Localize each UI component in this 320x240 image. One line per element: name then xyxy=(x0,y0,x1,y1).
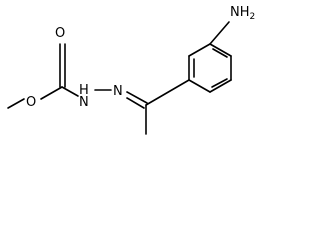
amine-nh2-label: NH2 xyxy=(230,5,255,22)
bond-imine-c-ring xyxy=(145,79,190,106)
ring-bond-2 xyxy=(188,43,211,57)
amine-nh-text: NH xyxy=(230,5,250,20)
hydrazide-nh-n-label: N xyxy=(79,95,89,110)
ring-inner-bond-2 xyxy=(212,48,228,58)
amine-subscript-2: 2 xyxy=(250,12,256,22)
ring-bond-3 xyxy=(209,43,232,57)
ring-inner-bond-3 xyxy=(211,78,228,88)
ring-bond-5 xyxy=(209,79,232,93)
imine-nitrogen-label: N xyxy=(113,84,123,99)
bond-methyl-ester-o xyxy=(7,98,25,109)
bond-ring-nh2 xyxy=(209,21,230,45)
carbonyl-oxygen-label: O xyxy=(55,26,65,41)
bond-carbonyl-c-nh xyxy=(61,86,79,97)
hydrazide-nh-h-label: H xyxy=(79,83,89,98)
ester-oxygen-label: O xyxy=(26,95,36,110)
molecule-structure: O O H N N NH2 xyxy=(7,5,255,135)
structure-canvas: O O H N N NH2 xyxy=(7,5,255,135)
carbonyl-oxygen-bg xyxy=(54,23,68,39)
bond-ester-o-carbonyl-c xyxy=(40,86,63,100)
ester-oxygen-bg xyxy=(25,93,39,109)
ring-bond-6 xyxy=(188,79,211,93)
bond-imine-double-1 xyxy=(126,91,148,104)
bond-imine-double-2 xyxy=(126,97,145,109)
